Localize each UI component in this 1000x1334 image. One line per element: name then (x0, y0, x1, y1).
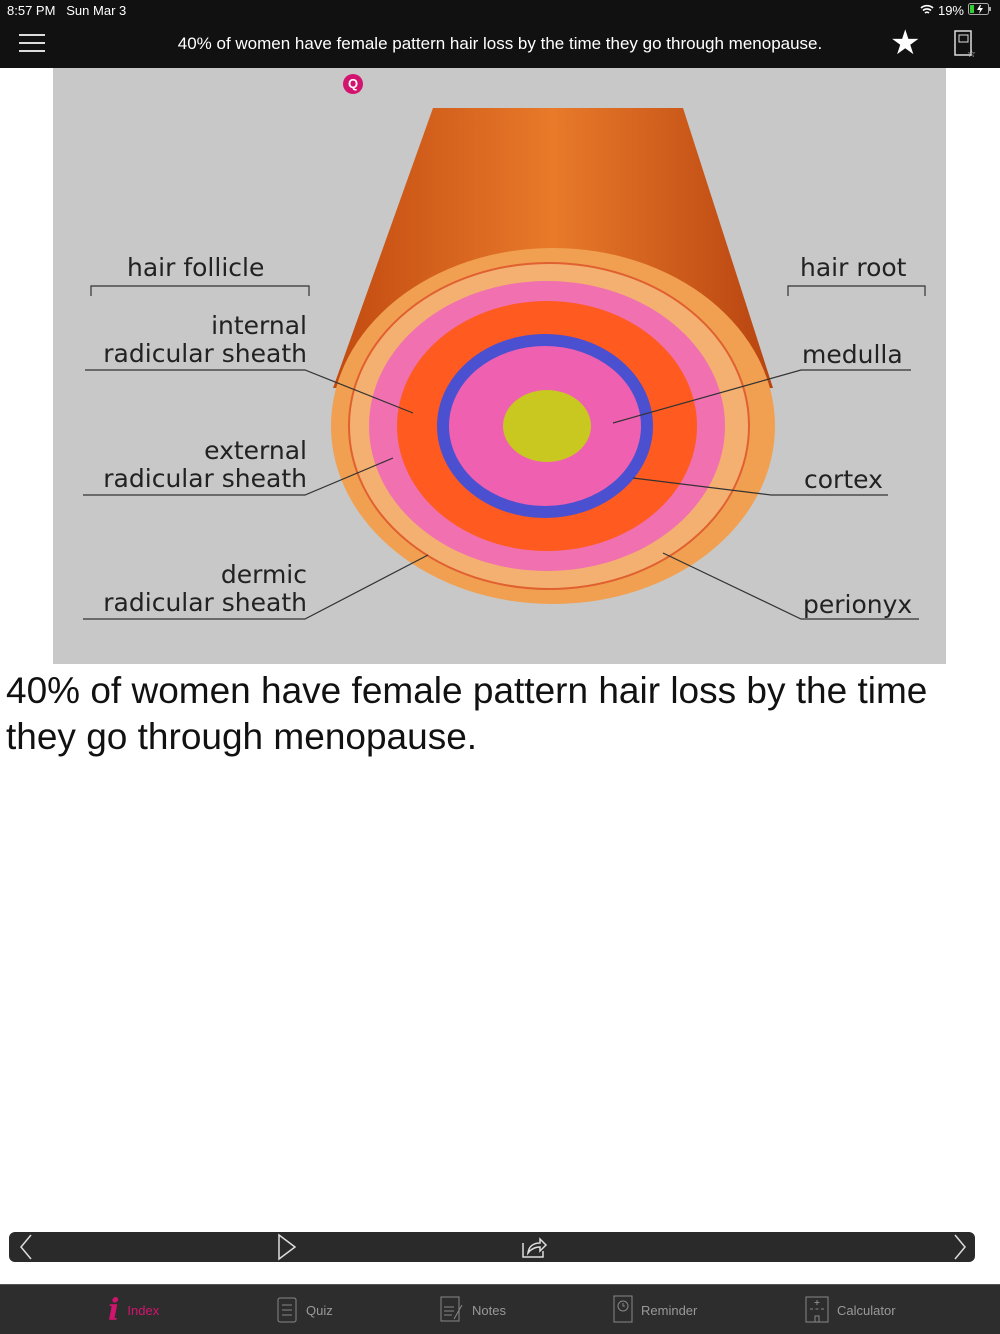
label-cortex: cortex (804, 465, 883, 494)
svg-text:☆: ☆ (967, 49, 976, 58)
share-icon[interactable] (519, 1233, 549, 1261)
navigation-controls (9, 1232, 975, 1262)
wifi-icon (920, 3, 934, 18)
favorite-star-icon[interactable]: ★ (890, 24, 921, 62)
next-icon[interactable] (947, 1233, 977, 1261)
previous-icon[interactable] (15, 1233, 45, 1261)
clipboard-icon (276, 1295, 298, 1326)
tab-notes[interactable]: Notes (440, 1295, 506, 1325)
bookmarks-icon[interactable]: ☆ (954, 30, 976, 60)
play-icon[interactable] (275, 1233, 305, 1261)
quiz-badge[interactable]: Q (343, 74, 363, 94)
notes-icon (440, 1295, 464, 1326)
page-title: 40% of women have female pattern hair lo… (177, 34, 823, 53)
battery-percent: 19% (937, 3, 964, 18)
label-dermic-sheath: radicular sheath (103, 588, 307, 617)
label-dermic: dermic (221, 560, 307, 589)
label-external-sheath: radicular sheath (103, 464, 307, 493)
label-perionyx: perionyx (803, 590, 912, 619)
label-internal: internal (211, 311, 307, 340)
label-internal-sheath: radicular sheath (103, 339, 307, 368)
label-hair-root: hair root (800, 253, 907, 282)
info-icon: i (108, 1292, 120, 1328)
top-bar: 40% of women have female pattern hair lo… (0, 20, 1000, 68)
tab-calculator[interactable]: Calculator (805, 1295, 896, 1325)
status-date: Sun Mar 3 (66, 3, 127, 18)
hair-follicle-diagram: hair follicle internal radicular sheath … (53, 68, 946, 664)
hospital-icon (805, 1295, 829, 1326)
label-external: external (204, 436, 307, 465)
fact-text: 40% of women have female pattern hair lo… (6, 670, 928, 757)
menu-icon[interactable] (19, 34, 45, 54)
status-time: 8:57 PM (7, 3, 56, 18)
battery-icon (968, 3, 992, 18)
tab-quiz[interactable]: Quiz (276, 1295, 333, 1325)
tab-bar: i Index Quiz Notes Reminder Calculator (0, 1284, 1000, 1334)
tab-reminder[interactable]: Reminder (613, 1295, 697, 1325)
label-medulla: medulla (802, 340, 903, 369)
clock-icon (613, 1295, 633, 1326)
label-hair-follicle: hair follicle (127, 253, 264, 282)
status-bar: 8:57 PM Sun Mar 3 19% (0, 0, 1000, 20)
tab-index[interactable]: i Index (108, 1292, 160, 1328)
